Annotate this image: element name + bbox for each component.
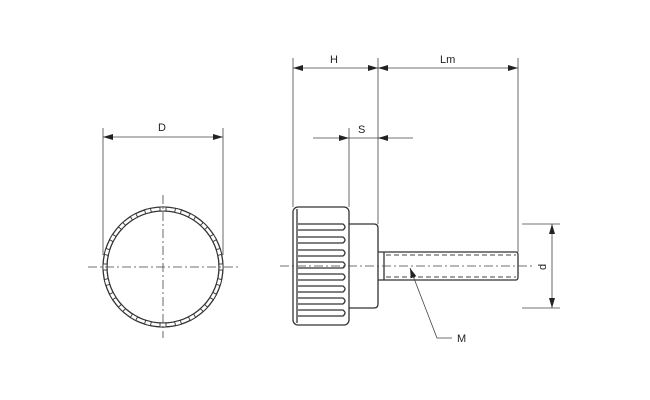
- knurl-notch: [215, 278, 223, 286]
- knob-rib: [298, 285, 346, 293]
- knurl-notch: [144, 207, 152, 215]
- knurl-notch: [117, 303, 127, 313]
- knurl-notch: [103, 278, 111, 286]
- knurl-notch: [215, 248, 223, 256]
- knurl-notch: [129, 212, 139, 221]
- knurl-notch: [108, 291, 117, 301]
- knob-rib: [298, 223, 346, 231]
- knurl-notch: [209, 291, 218, 301]
- knurl-notch: [209, 233, 218, 243]
- knurl-notch: [174, 319, 182, 327]
- knurl-notch: [129, 313, 139, 322]
- knob-rib: [298, 236, 346, 244]
- knob-rib: [298, 261, 346, 269]
- side-view: H Lm S d M: [280, 54, 560, 345]
- knurl-notch: [144, 319, 152, 327]
- knob-rib: [298, 273, 346, 281]
- knurl-notch: [187, 313, 197, 322]
- knurl-notch: [199, 303, 209, 313]
- dimension-d-label: d: [537, 264, 549, 270]
- dimension-H-label: H: [330, 54, 338, 66]
- dimension-Lm-label: Lm: [440, 54, 455, 66]
- dimension-D-label: D: [158, 122, 166, 134]
- knob-rib: [298, 297, 346, 305]
- thread-M-label: M: [457, 333, 466, 345]
- knob-rib: [298, 309, 346, 317]
- knurl-notch: [174, 207, 182, 215]
- knurl-notch: [108, 233, 117, 243]
- knurl-notch: [117, 221, 127, 231]
- knurl-notch: [103, 248, 111, 256]
- knob-rib: [298, 249, 346, 257]
- front-view: D: [88, 122, 238, 338]
- knurl-notch: [187, 212, 197, 221]
- knurl-notch: [199, 221, 209, 231]
- dimension-S-label: S: [358, 124, 365, 136]
